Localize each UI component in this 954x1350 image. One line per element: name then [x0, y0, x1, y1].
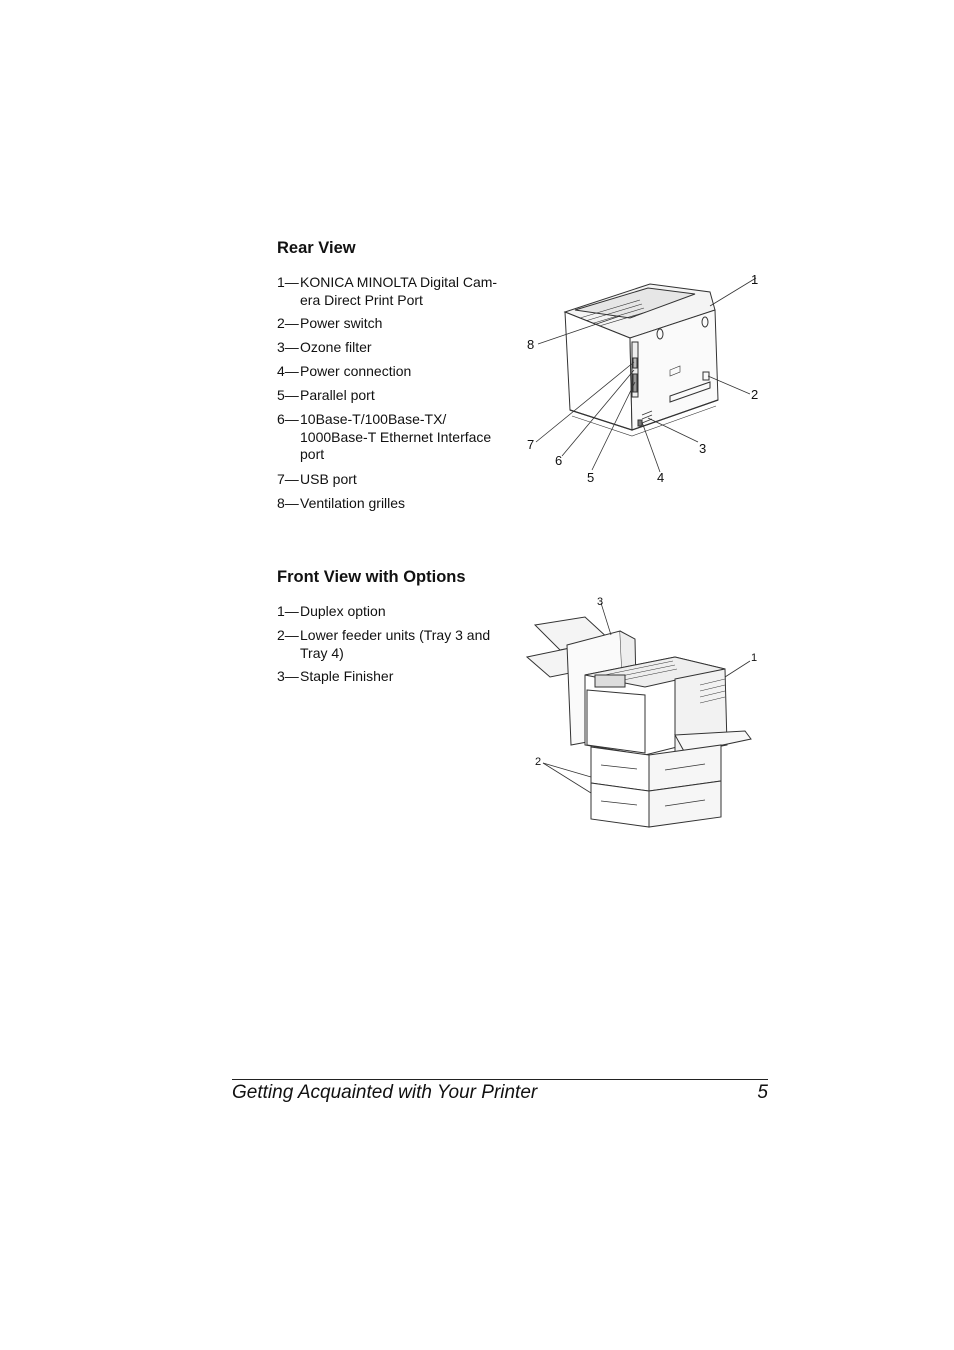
rear-callout-3: 3 [699, 441, 707, 456]
footer-title: Getting Acquainted with Your Printer [232, 1082, 538, 1103]
front-callout-1: 1 [751, 652, 758, 664]
rear-view-item-8: 8—Ventilation grilles [277, 495, 505, 513]
item-number: 2— [277, 315, 299, 331]
item-text: Staple Finisher [300, 668, 394, 684]
rear-view-item-3: 3—Ozone filter [277, 339, 505, 357]
item-number: 5— [277, 387, 299, 403]
front-callout-2: 2 [535, 756, 542, 768]
rear-callout-8: 8 [527, 337, 535, 352]
rear-view-item-1: 1—KONICA MINOLTA Digital Cam-era Direct … [277, 274, 505, 309]
rear-callout-5: 5 [587, 470, 595, 485]
item-text: Power switch [300, 315, 383, 331]
rear-callout-2: 2 [751, 387, 759, 402]
item-text: KONICA MINOLTA Digital Cam-era Direct Pr… [300, 274, 498, 308]
item-number: 8— [277, 495, 299, 511]
front-view-heading: Front View with Options [277, 568, 466, 586]
rear-callout-6: 6 [555, 453, 563, 468]
footer-rule [232, 1079, 768, 1080]
rear-view-item-5: 5—Parallel port [277, 387, 505, 405]
item-number: 3— [277, 668, 299, 684]
front-view-item-1: 1—Duplex option [277, 603, 505, 621]
front-view-item-2: 2—Lower feeder units (Tray 3 and Tray 4) [277, 627, 505, 662]
front-view-item-3: 3—Staple Finisher [277, 668, 505, 686]
rear-callout-4: 4 [657, 470, 665, 485]
item-text: USB port [300, 471, 357, 487]
item-text: Duplex option [300, 603, 386, 619]
rear-view-item-2: 2—Power switch [277, 315, 505, 333]
item-number: 7— [277, 471, 299, 487]
front-callout-3: 3 [597, 596, 604, 608]
rear-callout-7: 7 [527, 437, 535, 452]
item-text: Parallel port [300, 387, 375, 403]
rear-view-item-7: 7—USB port [277, 471, 505, 489]
item-number: 4— [277, 363, 299, 379]
item-text: Ozone filter [300, 339, 372, 355]
rear-callout-1: 1 [751, 272, 759, 287]
item-number: 1— [277, 274, 299, 290]
front-view-printer-illustration [525, 595, 760, 830]
item-text: Lower feeder units (Tray 3 and Tray 4) [300, 627, 491, 661]
item-number: 2— [277, 627, 299, 643]
item-number: 3— [277, 339, 299, 355]
rear-view-heading: Rear View [277, 239, 356, 257]
item-text: Ventilation grilles [300, 495, 406, 511]
item-text: Power connection [300, 363, 412, 379]
rear-view-item-6: 6—10Base-T/100Base-TX/ 1000Base-T Ethern… [277, 411, 505, 464]
rear-view-item-4: 4—Power connection [277, 363, 505, 381]
item-text: 10Base-T/100Base-TX/ 1000Base-T Ethernet… [300, 411, 492, 462]
item-number: 1— [277, 603, 299, 619]
item-number: 6— [277, 411, 299, 427]
page-number: 5 [757, 1082, 768, 1103]
rear-view-printer-illustration [520, 270, 770, 490]
